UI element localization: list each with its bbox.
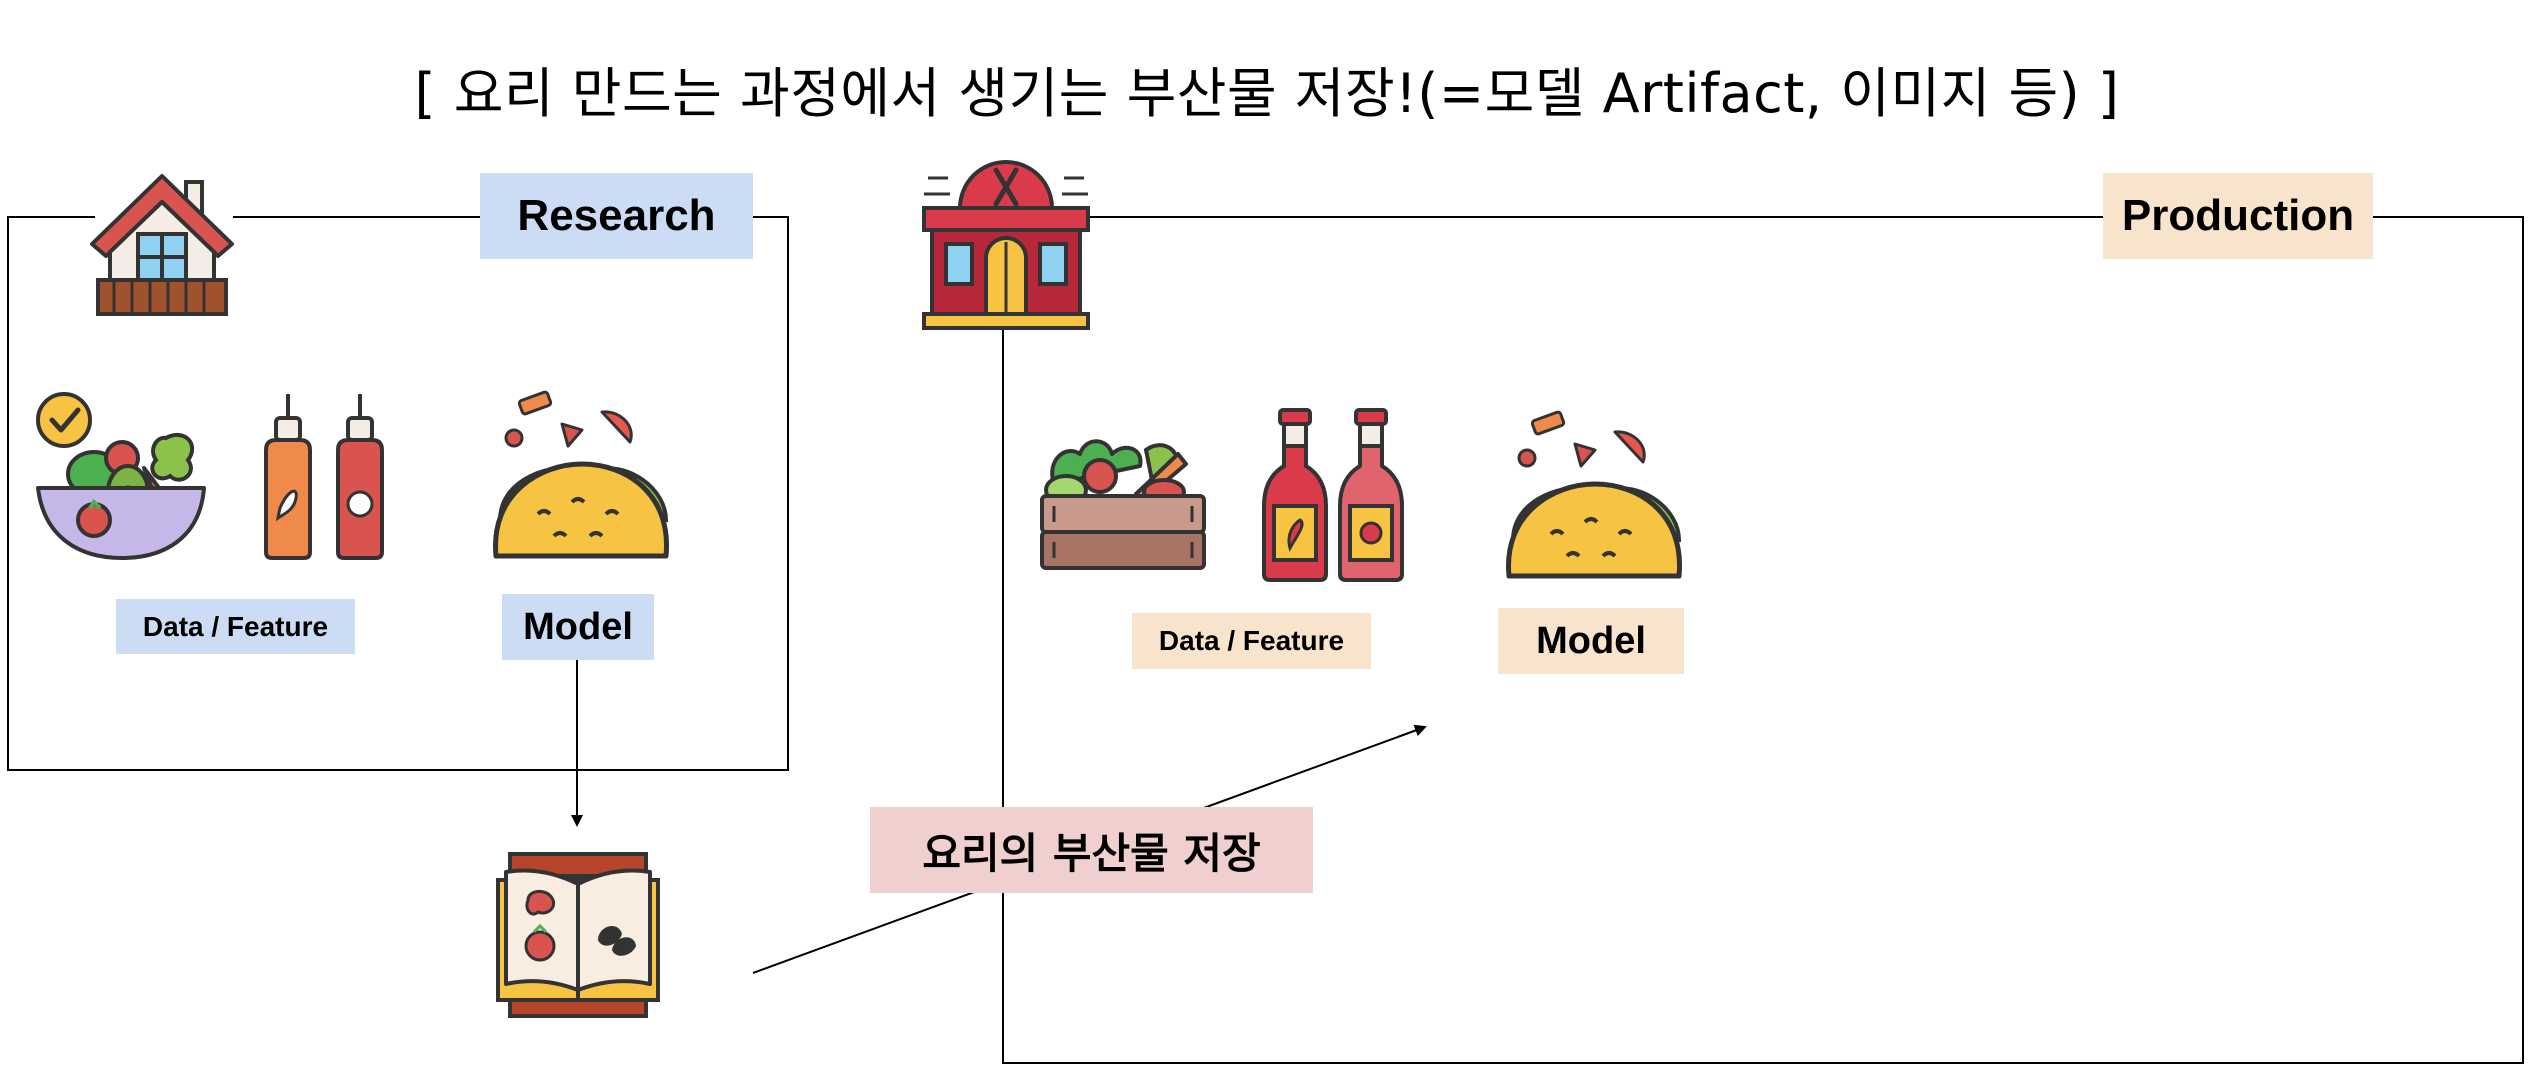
research-section-label-text: Research <box>517 191 716 240</box>
research-data-feature-text: Data / Feature <box>142 610 329 642</box>
page-title: [ 요리 만드는 과정에서 생기는 부산물 저장!(=모델 Artifact, … <box>414 62 2120 125</box>
research-section-label: Research <box>480 173 753 259</box>
research-data-feature-label: Data / Feature <box>116 599 355 654</box>
house-icon <box>90 174 234 316</box>
research-model-text: Model <box>523 605 633 648</box>
sauce-bottles-icon <box>264 394 384 560</box>
recipe-book-icon <box>496 852 660 1018</box>
production-model-label: Model <box>1498 608 1684 674</box>
ketchup-bottles-icon <box>1262 408 1404 582</box>
production-section-label-text: Production <box>2121 191 2355 240</box>
research-model-label: Model <box>502 594 654 660</box>
taco-icon <box>493 390 669 559</box>
production-model-text: Model <box>1536 619 1646 662</box>
production-section-label: Production <box>2103 173 2373 259</box>
taco-icon-production <box>1506 410 1682 579</box>
production-data-feature-label: Data / Feature <box>1132 613 1371 669</box>
restaurant-icon <box>922 160 1090 330</box>
salad-bowl-icon <box>36 392 206 560</box>
artifact-store-text: 요리의 부산물 저장 <box>922 828 1261 878</box>
artifact-store-label: 요리의 부산물 저장 <box>870 807 1313 893</box>
production-data-feature-text: Data / Feature <box>1158 625 1345 656</box>
research-box <box>7 216 789 771</box>
vegetable-crate-icon <box>1040 439 1206 570</box>
